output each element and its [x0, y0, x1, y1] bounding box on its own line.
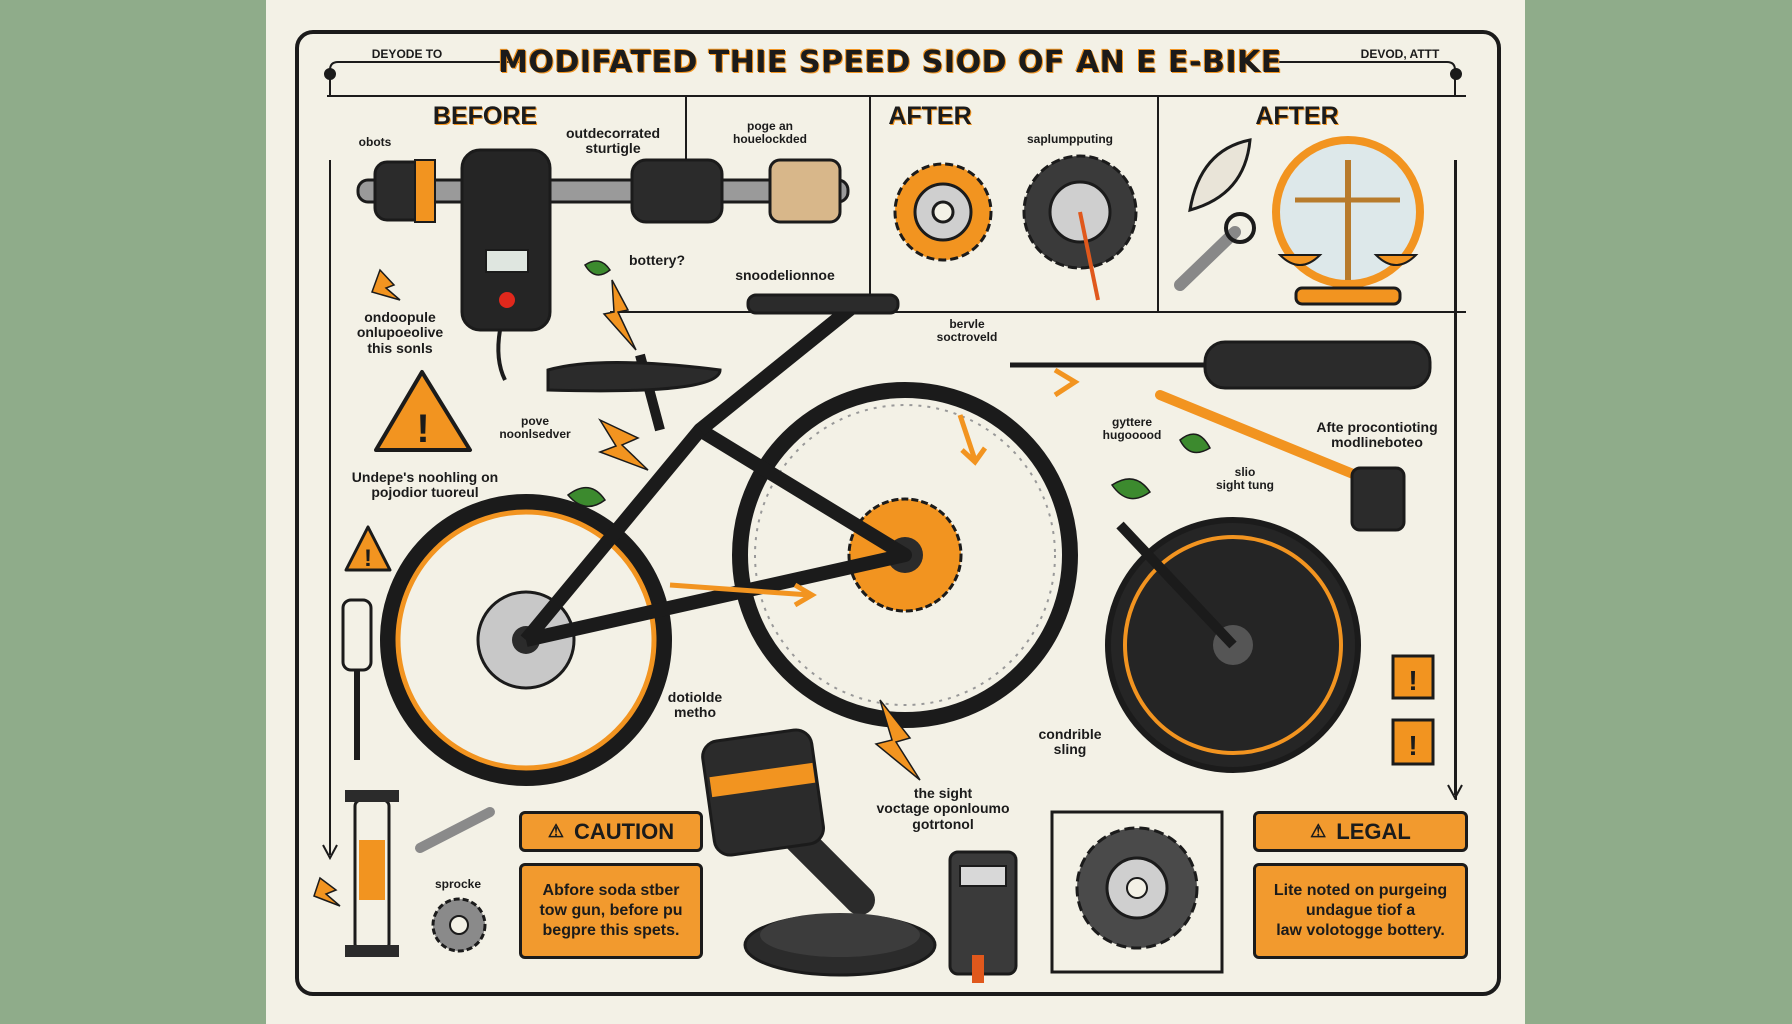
label-the-sight: the sight voctage oponloumo gotrtonol	[876, 785, 1010, 832]
warning-icon: ⚠	[547, 821, 564, 841]
label-dotiolde: dotiolde metho	[667, 689, 723, 721]
caution-heading-box: ⚠ CAUTION	[519, 811, 703, 852]
label-battery: bottery?	[629, 252, 685, 268]
warning-icon: !	[1391, 718, 1435, 766]
label-undepes: Undepe's noohling on pojodior tuoreul	[351, 469, 499, 501]
svg-text:!: !	[416, 407, 429, 451]
screwdriver-icon	[1010, 340, 1432, 532]
gear-icon	[431, 897, 487, 953]
warning-icon: !	[374, 370, 472, 452]
label-pove: pove noonlsedver	[499, 414, 571, 442]
label-slio: slio sight tung	[1216, 465, 1274, 493]
warning-icon: !	[1391, 654, 1435, 700]
gear-icon	[893, 162, 993, 262]
arrows	[322, 160, 1463, 861]
syringe-icon	[345, 790, 495, 957]
label-gyttere: gyttere hugooood	[1102, 415, 1162, 443]
gear-icon	[1075, 826, 1199, 950]
corner-label-left: DEYODE TO	[371, 47, 443, 61]
section-after-1: AFTER	[888, 102, 972, 130]
label-sapupputing: saplumpputing	[1027, 132, 1113, 146]
scales-icon	[1272, 136, 1424, 306]
lightning-icon	[313, 268, 921, 907]
label-obots: obots	[358, 135, 392, 149]
battery-icon	[948, 850, 1018, 983]
label-outdecorrated: outdecorrated sturtigle	[565, 125, 661, 157]
handlebar-assembly	[356, 148, 850, 381]
label-ondoopule: ondoopule onlupoeolive this sonls	[356, 309, 444, 356]
section-before: BEFORE	[432, 102, 538, 130]
label-bervle: bervle soctroveld	[936, 317, 998, 345]
wrench-icon	[1174, 212, 1256, 291]
corner-label-right: DEVOD, ATTT	[1360, 47, 1440, 61]
svg-text:!: !	[1408, 730, 1417, 761]
caution-heading: CAUTION	[573, 818, 675, 844]
page-title: MODIFATED THIE SPEED SIOD OF AN E E-BIKE	[498, 45, 1282, 80]
leaf-icon	[1188, 138, 1252, 213]
leaf-icon	[566, 260, 1211, 508]
warning-icon: !	[344, 525, 392, 572]
caution-body: Abfore soda stber tow gun, before pu beg…	[519, 863, 703, 959]
section-after-2: AFTER	[1255, 102, 1339, 130]
label-condrible: condrible sling	[1038, 726, 1102, 758]
legal-body: Lite noted on purgeing undague tiof a la…	[1253, 863, 1468, 959]
gear-icon	[1022, 154, 1138, 301]
tool-icon	[341, 598, 373, 760]
svg-text:!: !	[1408, 665, 1417, 696]
orange-arrows	[669, 367, 1080, 608]
label-snoodel: snoodelionnoe	[735, 267, 835, 283]
label-afte-procontioting: Afte procontioting modlineboteo	[1316, 419, 1438, 451]
poster-frame	[295, 30, 1501, 996]
legal-heading-box: ⚠ LEGAL	[1253, 811, 1468, 852]
label-page-household: poge an houelockded	[732, 119, 807, 147]
bike-illustration	[380, 293, 1361, 786]
gear-frame	[1050, 810, 1224, 974]
label-sprocke: sprocke	[434, 877, 482, 891]
svg-text:!: !	[364, 545, 372, 572]
legal-heading: LEGAL	[1336, 818, 1411, 844]
warning-icon: ⚠	[1310, 821, 1327, 841]
gavel-icon	[701, 728, 937, 977]
